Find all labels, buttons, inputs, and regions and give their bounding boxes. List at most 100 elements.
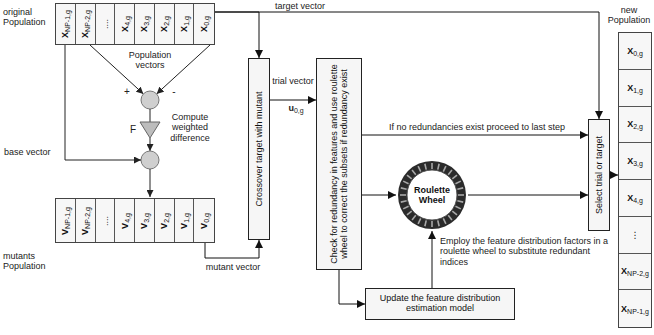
vector-subscript: 1,g [183,213,190,223]
vector-symbol: V [139,222,149,228]
flow-arrow [339,270,365,304]
redundancy-check-box: Check for redundancy in features and use… [316,58,362,270]
wheel-segment [448,170,452,175]
population-heading: original Population [3,7,53,28]
vector-subscript: 0,g [203,213,210,223]
vector-subscript: NP-2,g [84,207,91,229]
vector-symbol: V [119,222,129,228]
weight-line [150,109,151,122]
vector-label: .... [100,215,110,225]
edge-label: If no redundancies exist proceed to last… [368,122,586,132]
vector-label: X0,g [627,46,643,56]
flow-arrow [432,231,433,288]
vector-subscript: NP-2,g [627,270,649,277]
wheel-segment [455,181,460,184]
vector-cell: .... [96,199,116,242]
annotation: - [170,86,178,98]
wheel-segment [431,163,433,169]
wheel-segment [438,164,439,170]
vector-cell: X2,g [619,107,651,144]
sum-operator [141,151,159,169]
wheel-hub [407,170,457,220]
vector-subscript: NP-1,g [64,10,71,32]
wheel-rim [398,161,466,229]
vector-symbol: X [179,26,189,32]
difference-operator [141,91,159,109]
flow-arrow [215,12,599,119]
vector-subscript: 2,g [163,213,170,223]
vector-cell: X1,g [619,70,651,107]
vector-subscript: NP-2,g [84,10,91,32]
wheel-segment [458,194,464,196]
vector-subscript: 3,g [143,16,150,26]
vector-cell: X1,g [175,4,195,44]
wheel-segment [457,201,463,202]
vector-cell: VNP-2,g [76,199,96,242]
population-heading: mutants Population [3,251,53,272]
new-population-strip: new PopulationX0,gX1,gX2,gX3,gX4,g⋮XNP-2… [618,32,652,328]
vector-cell: V2,g [155,199,175,242]
vector-cell: .... [96,4,116,44]
wheel-segment [425,220,426,226]
vector-cell: X3,g [135,4,155,44]
weight-triangle [140,122,160,138]
vector-symbol: u [288,103,294,113]
edge-label: mutant vector [203,262,263,272]
wheel-segment [412,170,416,175]
wheel-segment [412,215,416,220]
vector-symbol: X [199,26,209,32]
vector-symbol: V [179,222,189,228]
flow-arrow [215,12,259,58]
vector-label: X3,g [627,156,643,166]
wheel-segment [431,221,433,227]
annotation: u0,g [284,103,308,113]
vector-subscript: 4,g [123,213,130,223]
weighted-line [150,138,151,151]
vector-label: ⋮ [631,229,640,239]
update-model-box: Update the feature distribution estimati… [365,288,515,320]
wheel-segment [452,211,457,215]
vector-label: XNP-1,g [60,10,70,38]
vector-symbol: X [119,26,129,32]
wheel-segment [443,218,446,223]
vector-subscript: 0,g [203,16,210,26]
vector-label: X4,g [119,16,129,32]
flow-arrow [610,175,618,176]
vector-cell: X0,g [194,4,214,44]
vector-label: XNP-2,g [621,266,649,276]
wheel-segment [448,215,452,220]
vector-symbol: X [621,266,627,276]
step-text: Check for redundancy in features and use… [329,63,350,265]
vector-label: XNP-1,g [621,303,649,313]
vector-label: X1,g [179,16,189,32]
wheel-segment [425,164,426,170]
vector-label: X2,g [159,16,169,32]
vector-subscript: 3,g [143,213,150,223]
vector-subscript: 1,g [633,86,643,93]
vector-cell: V1,g [175,199,195,242]
annotation: base vector [4,147,60,157]
vector-cell: XNP-1,g [56,4,76,44]
wheel-segment [403,181,408,184]
vector-subscript: NP-1,g [64,207,71,229]
vector-label: V2,g [159,213,169,229]
wheel-segment [401,188,407,189]
vector-symbol: X [60,32,70,38]
vector-label: X1,g [627,82,643,92]
vector-symbol: X [80,32,90,38]
step-text: Crossover target with mutant [254,63,264,235]
wheel-segment [418,218,421,223]
step-text: Select trial or target [594,124,604,226]
wheel-segment [400,194,406,196]
roulette-wheel: Roulette Wheel [396,159,468,231]
vector-cell: X0,g [619,33,651,70]
annotation: F [129,124,137,136]
flow-arrow [468,195,588,196]
vector-subscript: 0,g [294,107,304,114]
vector-label: VNP-1,g [60,207,70,235]
wheel-segment [457,188,463,189]
base-vector-line [65,45,141,160]
vector-symbol: X [627,193,633,203]
